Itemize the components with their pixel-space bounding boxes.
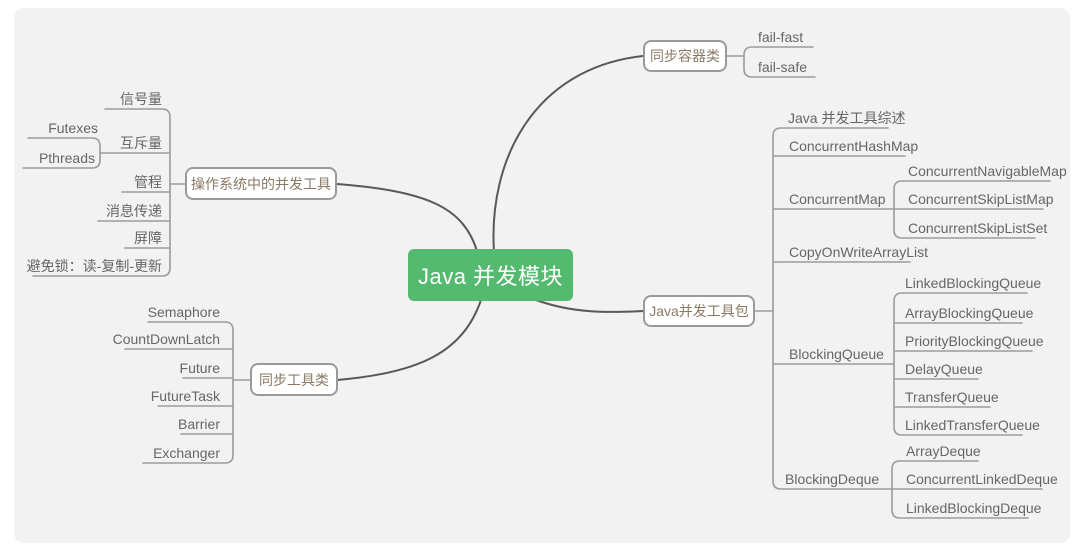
- node-concurrentskiplistset[interactable]: ConcurrentSkipListSet: [908, 220, 1048, 236]
- node-monitor-cn[interactable]: 管程: [134, 174, 162, 190]
- node-linkedtransferqueue[interactable]: LinkedTransferQueue: [905, 417, 1040, 433]
- node-delayqueue[interactable]: DelayQueue: [905, 361, 983, 377]
- node-arrayblockingqueue[interactable]: ArrayBlockingQueue: [905, 305, 1034, 321]
- node-concurrentmap[interactable]: ConcurrentMap: [789, 191, 886, 207]
- node-mutex-cn[interactable]: 互斥量: [120, 135, 162, 151]
- node-fail-safe[interactable]: fail-safe: [758, 59, 808, 75]
- node-sync-containers[interactable]: 同步容器类: [643, 40, 727, 72]
- node-java-concurrency-overview[interactable]: Java 并发工具综述: [788, 110, 906, 126]
- node-countdownlatch[interactable]: CountDownLatch: [112, 331, 220, 347]
- node-blockingdeque[interactable]: BlockingDeque: [785, 471, 880, 487]
- node-concurrentskiplistmap[interactable]: ConcurrentSkipListMap: [908, 191, 1054, 207]
- node-root[interactable]: Java 并发模块: [408, 249, 573, 301]
- node-futexes[interactable]: Futexes: [48, 120, 98, 136]
- node-exchanger[interactable]: Exchanger: [153, 445, 220, 461]
- node-concurrentnavigablemap[interactable]: ConcurrentNavigableMap: [908, 163, 1067, 179]
- node-pthreads[interactable]: Pthreads: [38, 150, 95, 166]
- node-message-passing-cn[interactable]: 消息传递: [106, 203, 162, 219]
- node-lock-avoidance-rcu[interactable]: 避免锁：读-复制-更新: [26, 258, 162, 274]
- node-blockingqueue[interactable]: BlockingQueue: [789, 346, 884, 362]
- node-transferqueue[interactable]: TransferQueue: [905, 389, 999, 405]
- node-future[interactable]: Future: [179, 360, 220, 376]
- node-futuretask[interactable]: FutureTask: [150, 388, 220, 404]
- node-os-concurrency-tools[interactable]: 操作系统中的并发工具: [185, 167, 337, 200]
- node-linkedblockingdeque[interactable]: LinkedBlockingDeque: [906, 500, 1042, 516]
- node-barrier-cn[interactable]: 屏障: [134, 230, 162, 246]
- node-fail-fast[interactable]: fail-fast: [758, 29, 804, 45]
- node-semaphore-cn[interactable]: 信号量: [120, 91, 162, 107]
- node-java-concurrent-package[interactable]: Java并发工具包: [643, 295, 755, 327]
- node-linkedblockingqueue[interactable]: LinkedBlockingQueue: [905, 275, 1042, 291]
- node-semaphore[interactable]: Semaphore: [147, 304, 220, 320]
- node-arraydeque[interactable]: ArrayDeque: [906, 443, 981, 459]
- node-concurrenthashmap[interactable]: ConcurrentHashMap: [789, 138, 919, 154]
- node-concurrentlinkeddeque[interactable]: ConcurrentLinkedDeque: [906, 471, 1058, 487]
- node-barrier[interactable]: Barrier: [177, 416, 220, 432]
- node-sync-tool-classes[interactable]: 同步工具类: [250, 363, 338, 396]
- node-copyonwritearraylist[interactable]: CopyOnWriteArrayList: [789, 244, 929, 260]
- node-priorityblockingqueue[interactable]: PriorityBlockingQueue: [905, 333, 1044, 349]
